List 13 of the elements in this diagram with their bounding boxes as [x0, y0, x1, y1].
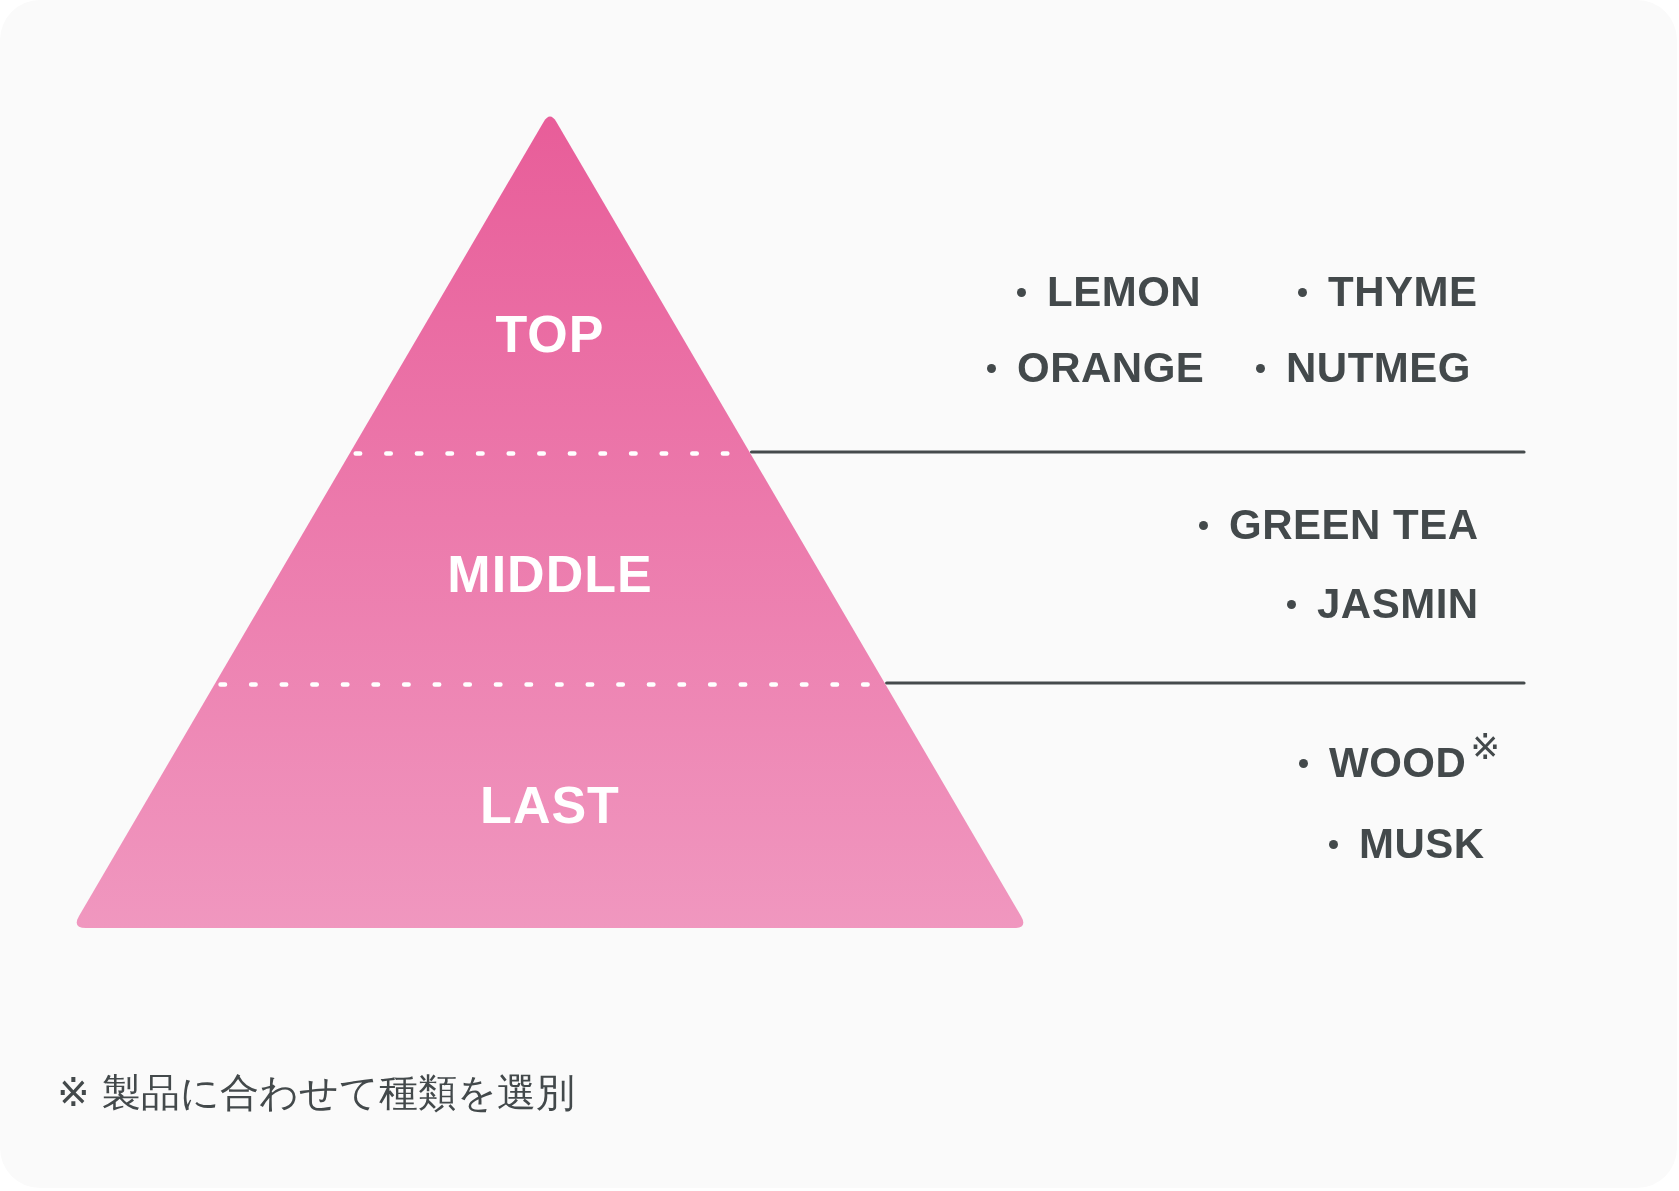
ingredient-label: THYME [1328, 271, 1478, 313]
ingredient-label: LEMON [1047, 271, 1202, 313]
pyramid-tier [215, 451, 885, 682]
ingredient-label: GREEN TEA [1229, 504, 1479, 546]
ingredient-label: NUTMEG [1286, 347, 1471, 389]
tier-label: MIDDLE [447, 548, 653, 600]
tier-label: TOP [495, 308, 605, 360]
ingredient-label: ORANGE [1017, 347, 1205, 389]
ingredient-label: JASMIN [1317, 583, 1479, 625]
ingredient-label: MUSK [1359, 823, 1485, 865]
footnote: ※ 製品に合わせて種類を選別 [57, 1071, 576, 1115]
ingredient-label: WOOD$^{※}$ [1329, 726, 1501, 784]
tier-label: LAST [480, 779, 620, 831]
